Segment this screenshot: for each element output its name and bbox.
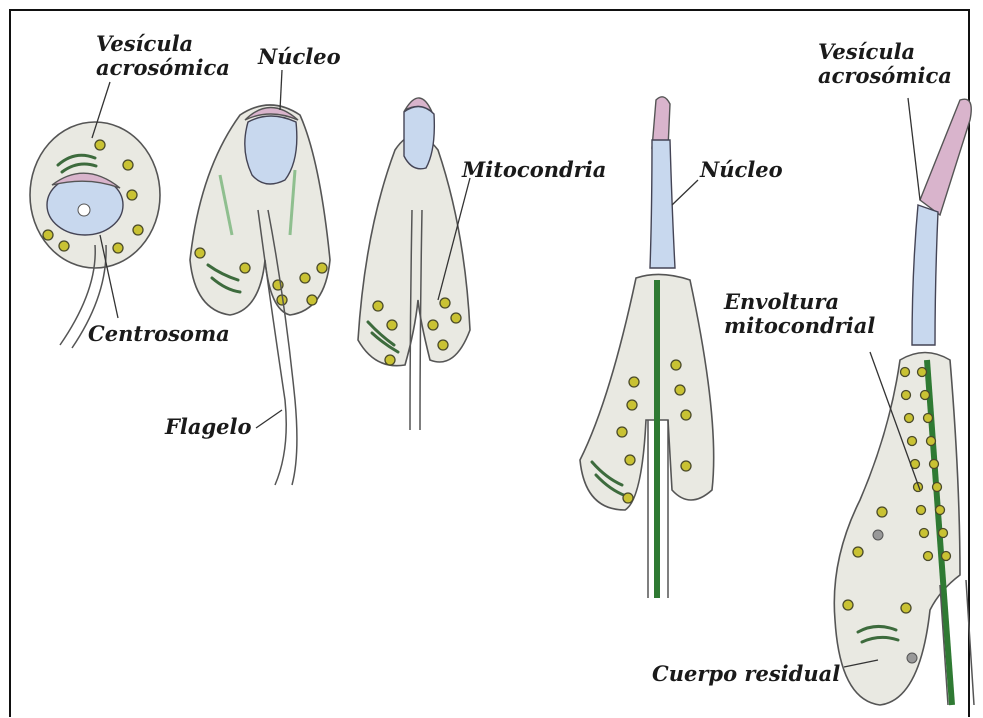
- nucleus-right-label: Núcleo: [700, 158, 783, 182]
- vesicle-right-label-line1: Vesícula: [818, 40, 915, 64]
- vesicle-left-label-line1: Vesícula: [96, 32, 193, 56]
- flagellum-label: Flagelo: [165, 415, 252, 439]
- residual-body-label: Cuerpo residual: [652, 662, 840, 686]
- mito-sheath-label-line1: Envoltura: [724, 290, 839, 314]
- mitochondria-label: Mitocondria: [462, 158, 606, 182]
- centrosome-label: Centrosoma: [88, 322, 230, 346]
- stage-3-spermatid: [358, 98, 470, 430]
- vesicle-left-label-line2: acrosómica: [96, 56, 230, 80]
- stage-1-round-spermatid: [30, 122, 160, 348]
- nucleus-top-label: Núcleo: [258, 45, 341, 69]
- stage-5-mature-spermatid: [834, 99, 974, 705]
- vesicle-right-label-line2: acrosómica: [818, 64, 952, 88]
- mito-sheath-label-line2: mitocondrial: [724, 314, 875, 338]
